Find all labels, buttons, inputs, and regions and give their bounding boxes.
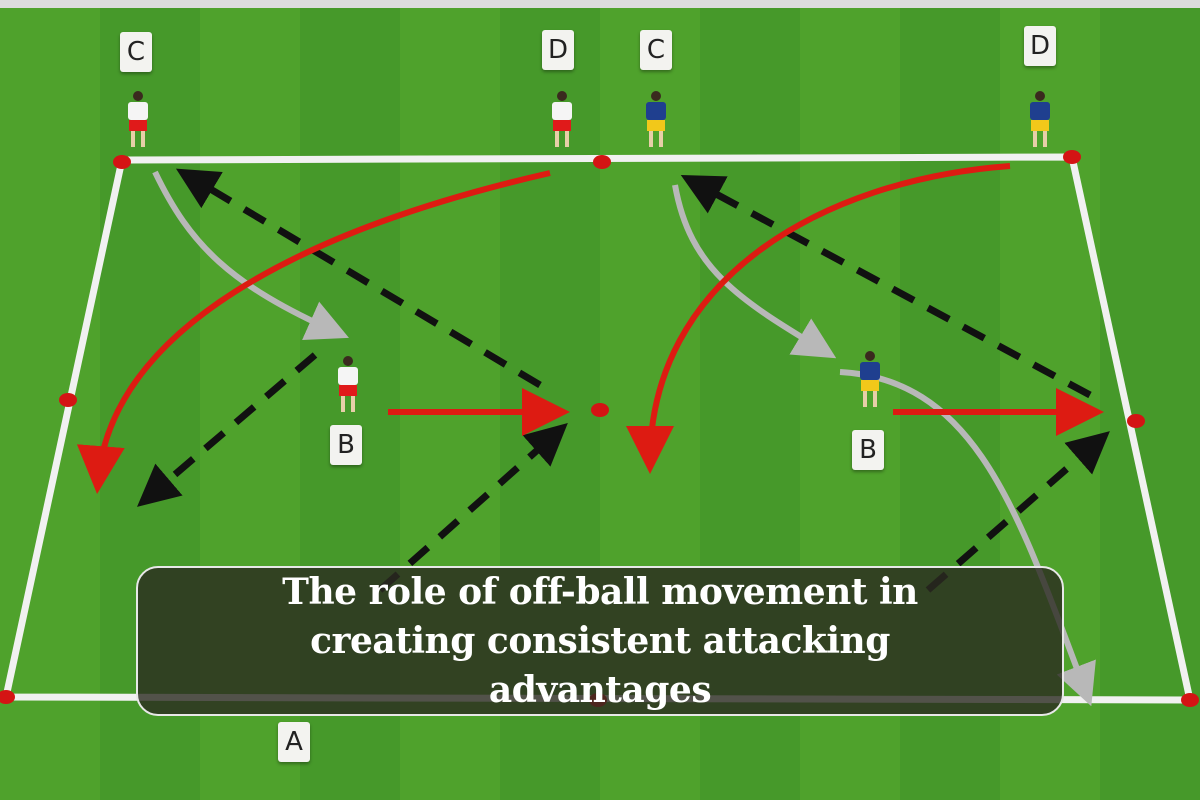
dashed-run-arrow — [377, 423, 568, 593]
player-blue — [646, 91, 666, 147]
label-d-right: D — [1024, 26, 1056, 66]
curved-run-arrow — [152, 170, 349, 340]
red-arrows — [76, 163, 1104, 494]
label-b-left: B — [330, 425, 362, 465]
caption-box: The role of off-ball movement in creatin… — [136, 566, 1064, 716]
label-d-mid: D — [542, 30, 574, 70]
cone — [1127, 414, 1145, 428]
cone — [1181, 693, 1199, 707]
dashed-run-arrow — [680, 175, 1092, 399]
player-white — [338, 356, 358, 412]
dashed-run-arrow — [175, 168, 542, 389]
dashed-runs — [137, 168, 1110, 593]
label-b-right: B — [852, 430, 884, 470]
cone — [0, 690, 15, 704]
caption-text: The role of off-ball movement in creatin… — [282, 570, 918, 711]
cone — [1063, 150, 1081, 164]
cone — [113, 155, 131, 169]
label-a-bottom: A — [278, 722, 310, 762]
pass-arrow — [76, 170, 551, 494]
player-white — [128, 91, 148, 147]
cone — [593, 155, 611, 169]
cone — [591, 403, 609, 417]
cone — [59, 393, 77, 407]
label-c-left: C — [120, 32, 152, 72]
cones — [0, 150, 1199, 707]
player-white — [552, 91, 572, 147]
player-blue — [1030, 91, 1050, 147]
player-blue — [860, 351, 880, 407]
label-c-mid: C — [640, 30, 672, 70]
players — [128, 91, 1050, 412]
pass-arrow — [626, 163, 1011, 474]
